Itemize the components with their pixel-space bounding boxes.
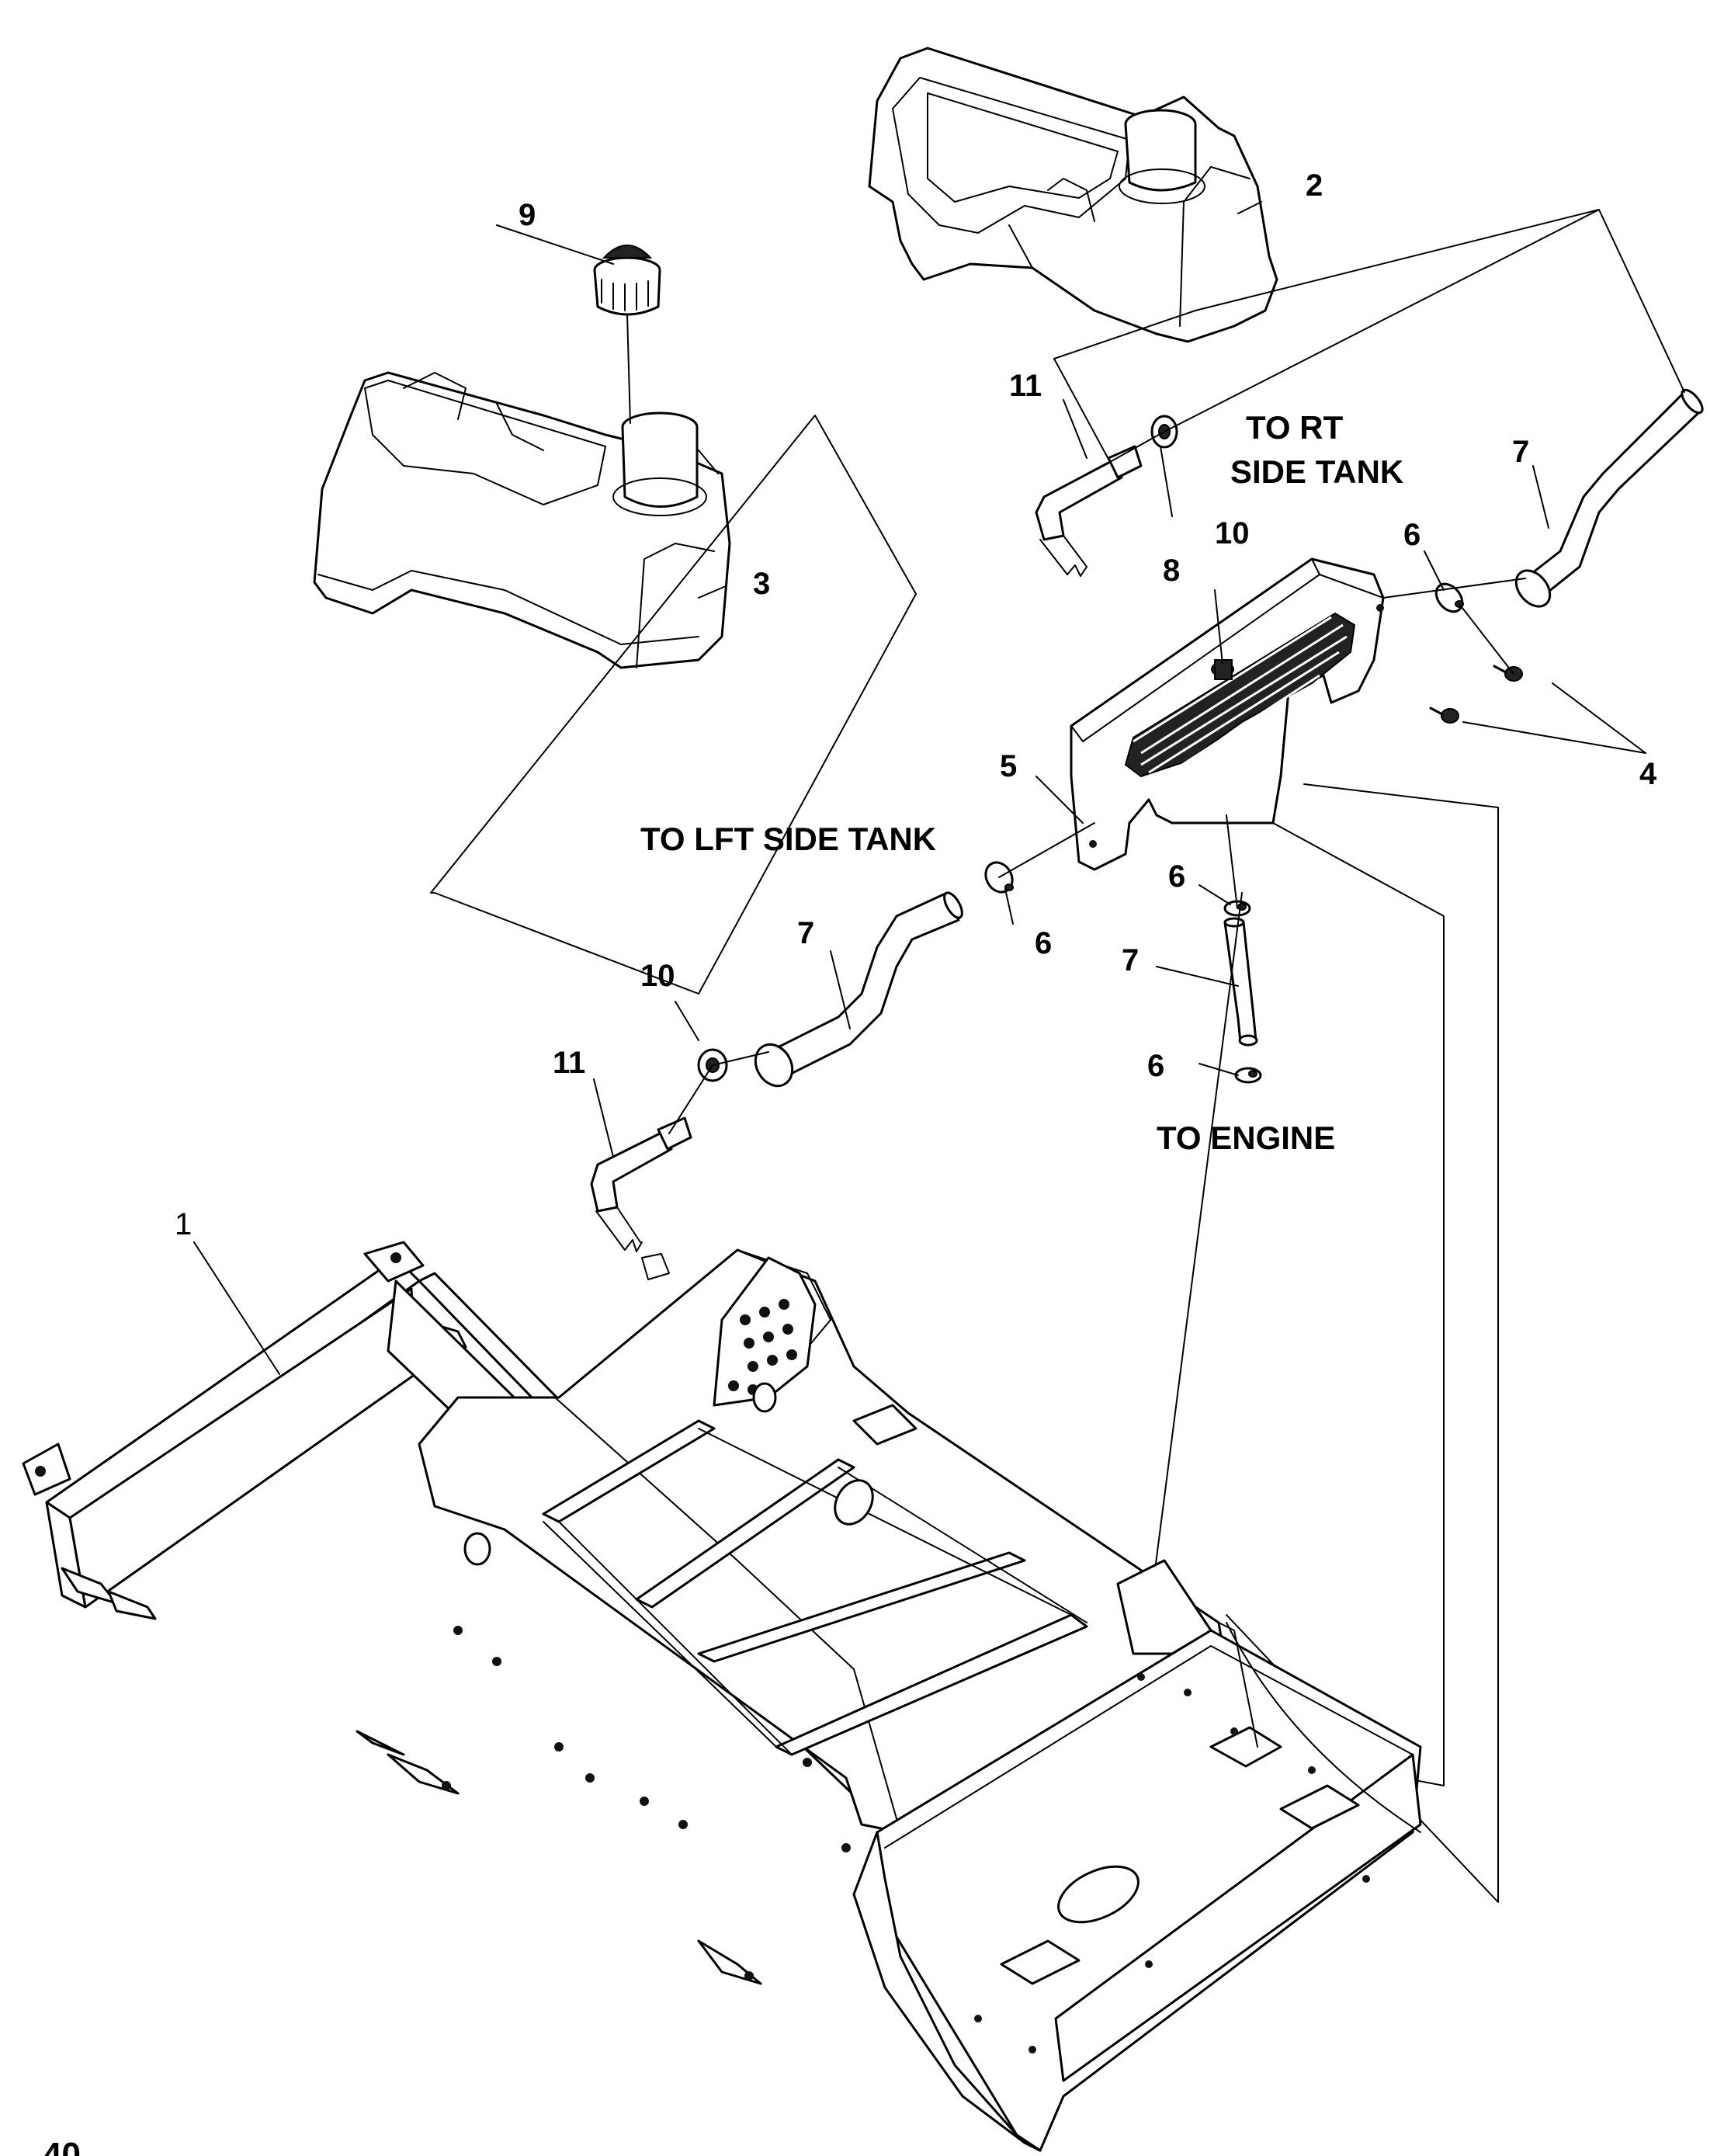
manifold-shield-plate — [1070, 557, 1385, 871]
callout-11-right: 11 — [1009, 369, 1042, 403]
fuel-elbow-right — [1035, 445, 1143, 577]
mounting-bolts — [1429, 665, 1523, 724]
callout-11-left: 11 — [553, 1046, 585, 1080]
note-to-lft-side-tank: TO LFT SIDE TANK — [640, 821, 936, 857]
mower-frame — [22, 1241, 1422, 2152]
callout-10-left: 10 — [640, 959, 675, 993]
callout-3: 3 — [753, 567, 770, 601]
left-side-fuel-tank — [313, 371, 731, 669]
callout-6-engine-bottom: 6 — [1147, 1049, 1164, 1083]
callout-7-right-hose: 7 — [1512, 435, 1529, 469]
note-to-rt-side-tank-line2: SIDE TANK — [1230, 453, 1403, 490]
callout-7-left-hose: 7 — [797, 916, 814, 950]
callout-2: 2 — [1306, 168, 1323, 203]
callout-6-engine-top: 6 — [1168, 859, 1185, 894]
note-to-rt-side-tank-line1: TO RT — [1246, 409, 1344, 446]
grille-holes — [1124, 612, 1356, 778]
fuel-elbow-left — [590, 1116, 692, 1280]
callout-10-right: 10 — [1215, 516, 1250, 550]
fuel-hose-right — [1514, 388, 1704, 608]
callout-6-right-hose: 6 — [1403, 518, 1420, 552]
callout-1: 1 — [175, 1207, 192, 1241]
fuel-cap — [593, 245, 661, 424]
page-number: 40 — [43, 2136, 81, 2156]
callout-6-left-hose: 6 — [1035, 926, 1052, 960]
fuel-hose-engine — [1223, 917, 1258, 1047]
callout-7-engine-hose: 7 — [1122, 943, 1139, 977]
callout-leaders — [193, 201, 1646, 1375]
callout-5: 5 — [1000, 749, 1017, 783]
callout-9: 9 — [519, 198, 536, 232]
fuel-hose-left — [754, 891, 963, 1088]
note-to-engine: TO ENGINE — [1157, 1120, 1335, 1156]
callout-4: 4 — [1639, 757, 1657, 791]
right-side-fuel-tank — [868, 47, 1278, 343]
callout-8: 8 — [1163, 554, 1180, 588]
